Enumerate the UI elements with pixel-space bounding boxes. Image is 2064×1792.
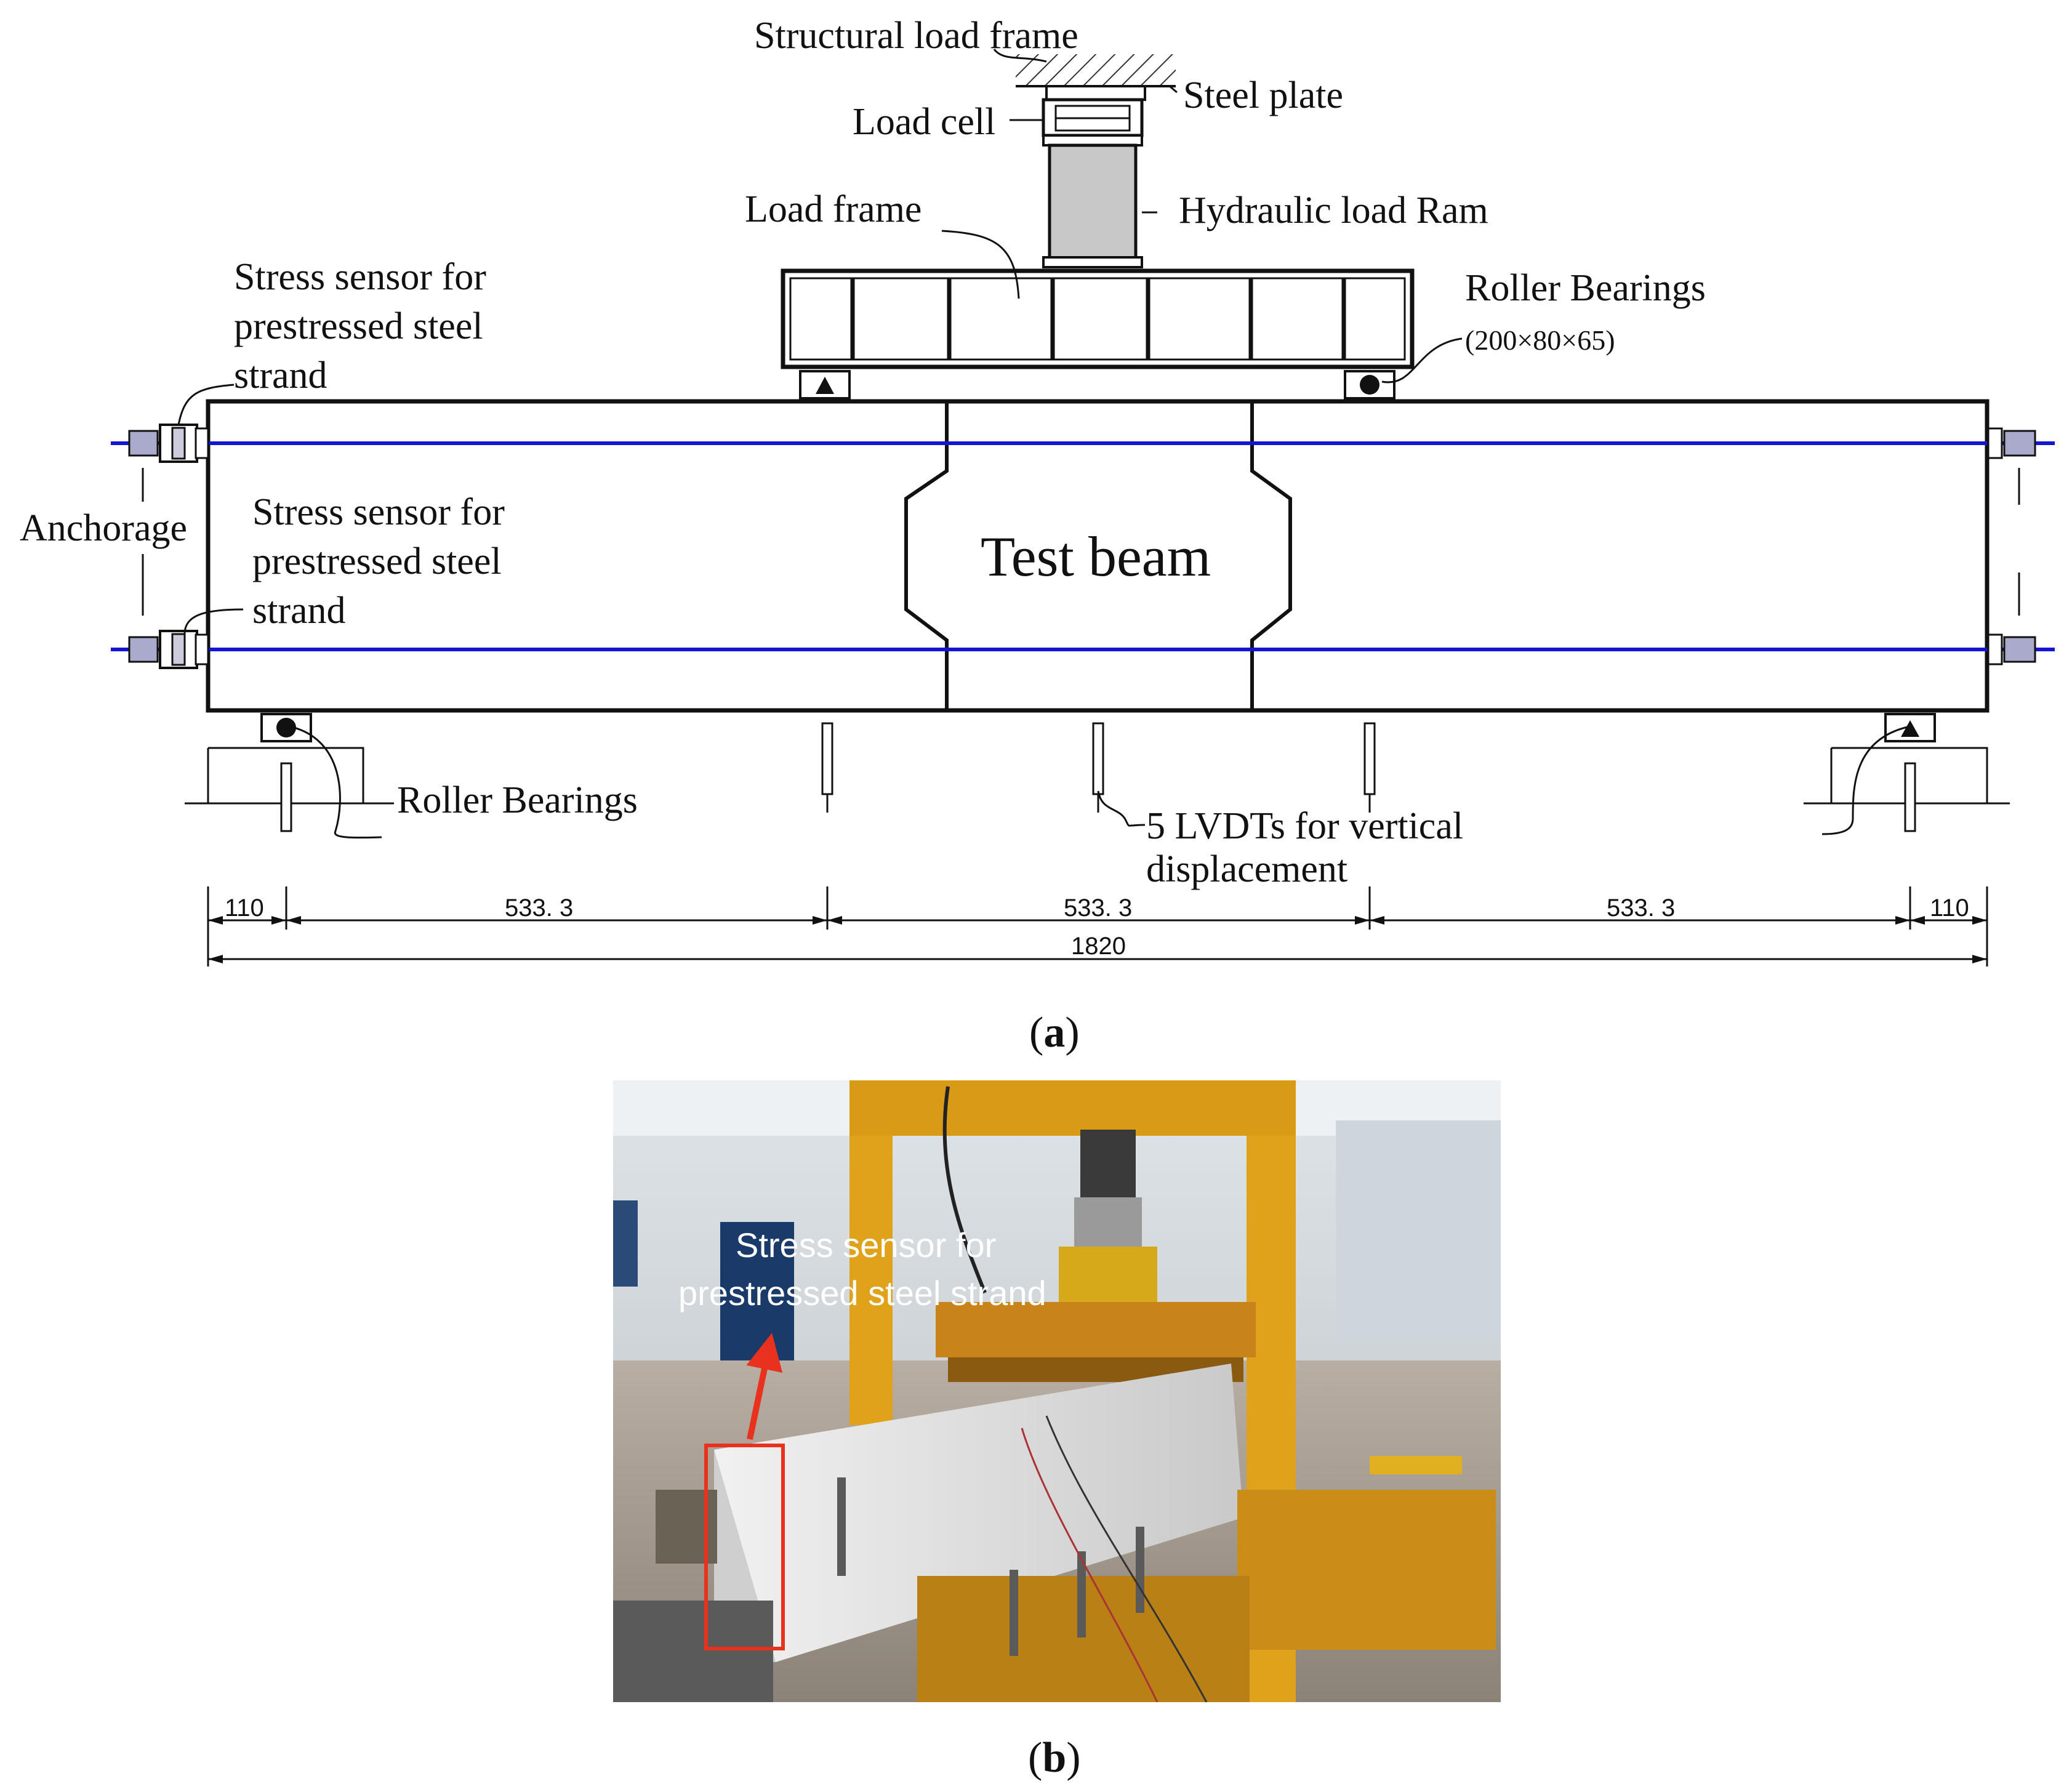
top-bearing-right bbox=[1344, 370, 1395, 400]
label-anchorage: Anchorage bbox=[20, 507, 187, 549]
label-hydraulic-load-ram: Hydraulic load Ram bbox=[1179, 190, 1488, 231]
anchorage-left-bottom bbox=[128, 630, 209, 669]
test-beam-outline bbox=[206, 399, 1990, 713]
dimension-lines bbox=[207, 886, 1988, 966]
label-structural-load-frame: Structural load frame bbox=[754, 15, 1078, 57]
label-stress-sensor-top-3: strand bbox=[234, 355, 327, 396]
label-lvdt-2: displacement bbox=[1146, 848, 1347, 890]
photo-label-line-1: Stress sensor for bbox=[736, 1226, 996, 1264]
label-stress-sensor-top-1: Stress sensor for bbox=[234, 256, 486, 298]
label-load-cell: Load cell bbox=[853, 101, 995, 143]
hydraulic-load-ram bbox=[1042, 134, 1143, 268]
caption-a: (a) bbox=[1029, 1009, 1080, 1056]
sensor-pointer-arrow bbox=[746, 1333, 783, 1440]
diagram-labels: Structural load frame Steel plate Load c… bbox=[20, 15, 1706, 890]
test-setup-photo bbox=[613, 1080, 1501, 1702]
label-stress-sensor-bot-2: prestressed steel bbox=[252, 540, 502, 582]
anchorage-right-bottom bbox=[1987, 633, 2036, 665]
photo-label-line-2: prestressed steel strand bbox=[678, 1274, 1046, 1312]
dim-seg-2: 533. 3 bbox=[1064, 894, 1132, 922]
structural-load-frame bbox=[1016, 54, 1176, 87]
dim-seg-right: 110 bbox=[1930, 894, 1969, 922]
anchorage-left-top bbox=[128, 424, 209, 463]
sensor-highlight-box bbox=[704, 1444, 785, 1650]
caption-b: (b) bbox=[1028, 1734, 1081, 1782]
load-cell bbox=[1042, 98, 1144, 137]
dim-seg-3: 533. 3 bbox=[1607, 894, 1675, 922]
dim-seg-1: 533. 3 bbox=[505, 894, 573, 922]
label-stress-sensor-top-2: prestressed steel bbox=[234, 305, 483, 347]
label-lvdt-1: 5 LVDTs for vertical bbox=[1146, 805, 1463, 847]
label-stress-sensor-bot-1: Stress sensor for bbox=[252, 491, 505, 533]
schematic-diagram bbox=[111, 49, 2055, 966]
dim-seg-left: 110 bbox=[225, 894, 264, 922]
label-roller-bearings-top: Roller Bearings bbox=[1465, 267, 1706, 309]
label-roller-bearings-bottom: Roller Bearings bbox=[397, 779, 638, 821]
steel-plate bbox=[1045, 85, 1146, 101]
label-load-frame: Load frame bbox=[745, 188, 922, 230]
label-stress-sensor-bot-3: strand bbox=[252, 590, 346, 632]
label-roller-bearings-size: (200×80×65) bbox=[1465, 324, 1615, 356]
lvdt-sensors bbox=[821, 722, 1376, 813]
load-frame bbox=[781, 268, 1415, 369]
dimension-labels: 110 533. 3 533. 3 533. 3 110 1820 bbox=[225, 894, 1969, 960]
label-steel-plate: Steel plate bbox=[1183, 74, 1343, 116]
top-bearing-left bbox=[799, 370, 851, 400]
support-left bbox=[185, 713, 394, 832]
leader-lines bbox=[177, 49, 1911, 839]
label-test-beam: Test beam bbox=[981, 525, 1211, 588]
dim-total: 1820 bbox=[1071, 933, 1126, 960]
support-right bbox=[1804, 713, 2010, 832]
anchorage-right-top bbox=[1987, 427, 2036, 459]
